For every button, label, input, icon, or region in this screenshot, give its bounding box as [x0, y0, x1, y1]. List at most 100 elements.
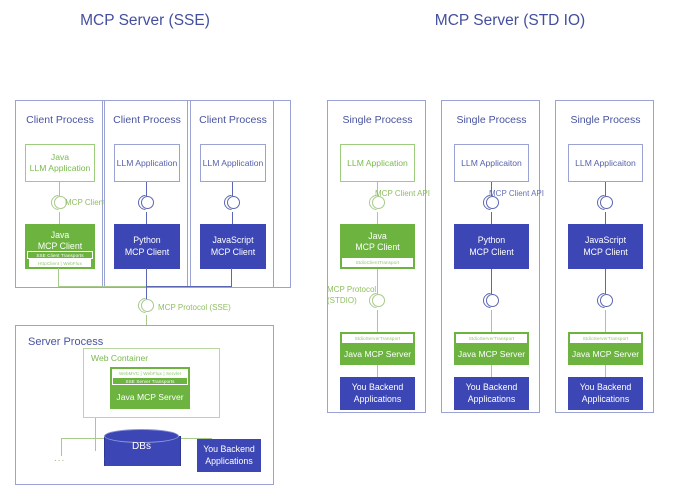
single-process-3-label: Single Process: [570, 114, 641, 126]
server-process-label: Server Process: [28, 336, 104, 348]
mcp-client-api-note-sse: MCP Client API: [65, 198, 120, 207]
mcp-client-api-node-1: [47, 191, 70, 214]
backend-line1: You Backend: [579, 382, 632, 393]
client-line1: Java: [50, 230, 70, 240]
sse-client-transports-chip: SSE Client Transports: [27, 251, 93, 259]
backend-line1: You Backend: [203, 444, 255, 455]
stdio-server-transport-chip: StdioServerTransport: [456, 334, 527, 343]
bus-h-blue: [146, 286, 232, 287]
mcp-protocol-stdio-node-2: [479, 289, 502, 312]
mcp-protocol-sse-node: [134, 294, 157, 317]
server-drop: [95, 418, 96, 438]
sse-server-transports-chip: SSE Server Transports: [112, 377, 188, 385]
client-line2: MCP Client: [583, 246, 628, 257]
stdio-server-transport-chip: StdioServerTransport: [570, 334, 641, 343]
client-line1: JavaScript: [584, 235, 627, 246]
bus-drop-js: [231, 268, 232, 286]
client-process-3-llm-app[interactable]: LLM Application: [200, 144, 266, 182]
backend-applications-box-stdio-3[interactable]: You Backend Applications: [568, 377, 643, 410]
llm-app-line2: LLM Application: [29, 163, 91, 173]
llm-app-label: LLM Applicaiton: [575, 157, 636, 168]
backend-line2: Applications: [205, 455, 253, 466]
single-process-2[interactable]: Single Process LLM Applicaiton Python MC…: [441, 100, 540, 413]
bus-to-node: [146, 286, 147, 299]
client-process-3-label: Client Process: [199, 114, 267, 126]
web-container-label: Web Container: [91, 353, 149, 363]
client-process-1-llm-app[interactable]: Java LLM Application: [25, 144, 95, 182]
server-process[interactable]: Server Process Web Container Java MCP Se…: [15, 325, 274, 485]
ellipsis-label: ...: [54, 453, 66, 464]
llm-app-label: LLM Application: [347, 157, 408, 168]
single-process-1[interactable]: Single Process LLM Application Java MCP …: [327, 100, 426, 413]
javascript-mcp-client-box-stdio[interactable]: JavaScript MCP Client: [568, 224, 643, 269]
bus-drop-java: [58, 268, 59, 286]
client-line2: MCP Client: [37, 241, 83, 252]
backend-line2: Applications: [467, 393, 516, 404]
client-process-2-label: Client Process: [113, 114, 181, 126]
client-line2: MCP Client: [124, 246, 170, 257]
bus-drop-python: [146, 268, 147, 286]
cylinder-top: [104, 429, 179, 443]
mcp-protocol-stdio-node-3: [593, 289, 616, 312]
backend-applications-box-stdio-1[interactable]: You Backend Applications: [340, 377, 415, 410]
single-process-1-llm-app[interactable]: LLM Application: [340, 144, 415, 182]
single-process-2-label: Single Process: [456, 114, 527, 126]
mcp-client-api-node-2: [134, 191, 157, 214]
client-line1: Java: [368, 231, 387, 241]
client-line1: Python: [477, 235, 506, 246]
httpclient-webflux-chip: HttpClient | WebFlux: [29, 259, 91, 267]
backend-line1: You Backend: [351, 382, 404, 393]
python-mcp-client-box[interactable]: Python MCP Client: [114, 224, 180, 269]
mcp-client-api-node-stdio-2: [479, 191, 502, 214]
webmvc-webflux-servlet-chip: WebMVC | WebFlux | Servlet: [112, 369, 188, 377]
server-label: Java MCP Server: [343, 348, 412, 359]
client-line1: JavaScript: [212, 235, 254, 246]
single-process-2-llm-app[interactable]: LLM Applicaiton: [454, 144, 529, 182]
client-process-1-label: Client Process: [26, 114, 94, 126]
left-diagram-title: MCP Server (SSE): [80, 12, 210, 29]
llm-app-line1: Java: [50, 152, 70, 162]
javascript-mcp-client-box[interactable]: JavaScript MCP Client: [200, 224, 266, 269]
bus-h-green: [58, 286, 146, 287]
llm-app-label: LLM Application: [116, 157, 178, 168]
fanout-mid: [95, 438, 96, 451]
right-diagram-title: MCP Server (STD IO): [434, 12, 586, 29]
client-line2: MCP Client: [355, 242, 400, 253]
backend-line2: Applications: [581, 393, 630, 404]
mcp-client-api-node-stdio-3: [593, 191, 616, 214]
mcp-protocol-stdio-node-1: [365, 289, 388, 312]
fanout-left: [61, 438, 62, 456]
stdio-server-transport-chip: StdioServerTransport: [342, 334, 413, 343]
backend-line1: You Backend: [465, 382, 518, 393]
single-process-3[interactable]: Single Process LLM Applicaiton JavaScrip…: [555, 100, 654, 413]
cylinder-bottom: [104, 452, 179, 466]
mcp-protocol-sse-note: MCP Protocol (SSE): [158, 303, 231, 312]
mcp-client-api-node-3: [220, 191, 243, 214]
server-label: Java MCP Server: [457, 348, 526, 359]
client-line2: MCP Client: [210, 246, 256, 257]
llm-app-label: LLM Applicaiton: [461, 157, 522, 168]
python-mcp-client-box-stdio[interactable]: Python MCP Client: [454, 224, 529, 269]
stdio-client-transport-chip: StdioClientTransport: [342, 258, 413, 267]
mcp-protocol-stdio-note-line2: (STDIO): [327, 296, 357, 305]
single-process-1-label: Single Process: [342, 114, 413, 126]
mcp-client-api-node-stdio-1: [365, 191, 388, 214]
client-process-1[interactable]: Client Process Java LLM Application Java…: [15, 100, 103, 288]
llm-app-label: LLM Application: [202, 157, 264, 168]
mcp-client-api-note-stdio-1: MCP Client API: [375, 189, 430, 198]
node-to-server: [146, 315, 147, 325]
client-process-2[interactable]: Client Process LLM Application Python MC…: [104, 100, 188, 288]
client-process-2-llm-app[interactable]: LLM Application: [114, 144, 180, 182]
single-process-3-llm-app[interactable]: LLM Applicaiton: [568, 144, 643, 182]
server-label: Java MCP Server: [571, 348, 640, 359]
dbs-label: DBs: [132, 441, 151, 452]
mcp-client-api-note-stdio-2: MCP Client API: [489, 189, 544, 198]
backend-applications-box-stdio-2[interactable]: You Backend Applications: [454, 377, 529, 410]
backend-applications-box-sse[interactable]: You Backend Applications: [197, 439, 261, 472]
java-mcp-server-label: Java MCP Server: [116, 391, 184, 402]
mcp-protocol-stdio-note-line1: MCP Protocol: [327, 285, 377, 294]
client-line1: Python: [133, 235, 161, 246]
dbs-cylinder[interactable]: DBs: [104, 429, 181, 469]
client-process-3[interactable]: Client Process LLM Application JavaScrip…: [190, 100, 274, 288]
backend-line2: Applications: [353, 393, 402, 404]
